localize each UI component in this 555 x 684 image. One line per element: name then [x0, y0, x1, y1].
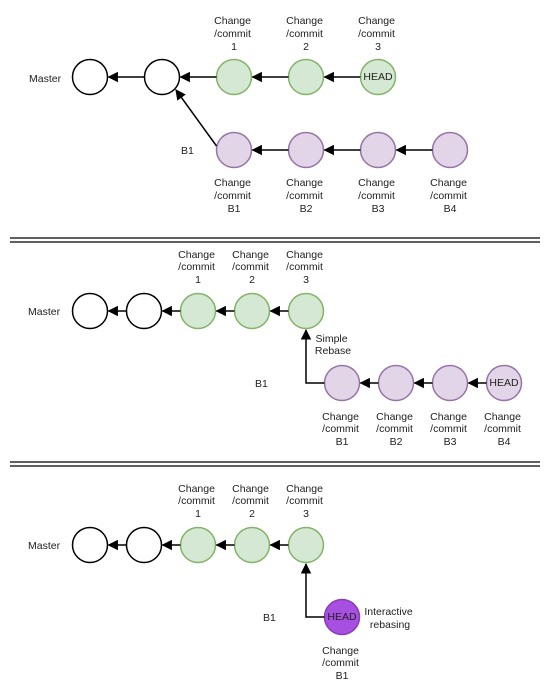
- base-commit-2[interactable]: [125, 292, 163, 330]
- branch-label: B1: [263, 612, 276, 624]
- base-commit-1[interactable]: [71, 292, 109, 330]
- commit-1[interactable]: [179, 526, 217, 564]
- branch-label: B1: [181, 145, 194, 157]
- branch-commit-b2[interactable]: [287, 131, 325, 169]
- commit-1-label: Change /commit 1: [214, 15, 254, 53]
- base-commit-1[interactable]: [71, 58, 109, 96]
- squashed-commit-label: Change /commit B1: [322, 645, 362, 682]
- branch-label: B1: [255, 378, 268, 390]
- branch-commit-b3-label: Change /commit B3: [358, 177, 398, 215]
- master-label: Master: [28, 540, 61, 552]
- master-label: Master: [28, 306, 61, 318]
- base-commit-1[interactable]: [71, 526, 109, 564]
- branch-commit-b1-label: Change /commit B1: [322, 411, 362, 448]
- commit-3-label: Change /commit 3: [286, 249, 326, 286]
- base-commit-2[interactable]: [143, 58, 181, 96]
- head-marker: HEAD: [327, 611, 357, 623]
- commit-1[interactable]: [179, 292, 217, 330]
- commit-2[interactable]: [233, 526, 271, 564]
- head-marker: HEAD: [363, 71, 393, 83]
- branch-commit-b4-label: Change /commit B4: [484, 411, 524, 448]
- commit-2[interactable]: [287, 58, 325, 96]
- panel-original: Master HEAD Change /commit 1 Change /com…: [29, 15, 470, 215]
- rebase-note: Simple Rebase: [315, 333, 351, 357]
- commit-2-label: Change /commit 2: [232, 483, 272, 520]
- commit-2-label: Change /commit 2: [232, 249, 272, 286]
- branch-commit-b1-label: Change /commit B1: [214, 177, 254, 215]
- master-label: Master: [29, 73, 62, 85]
- commit-3[interactable]: [287, 526, 325, 564]
- branch-commit-b2-label: Change /commit B2: [286, 177, 326, 215]
- separator-1: [10, 237, 540, 243]
- branch-commit-b3[interactable]: [431, 364, 469, 402]
- branch-commit-b4[interactable]: [431, 131, 469, 169]
- commit-1-label: Change /commit 1: [178, 483, 218, 520]
- commit-3-label: Change /commit 3: [286, 483, 326, 520]
- branch-commit-b3[interactable]: [359, 131, 397, 169]
- interactive-note: Interactive rebasing: [364, 606, 415, 631]
- commit-2-label: Change /commit 2: [286, 15, 326, 53]
- arrow-squashed-c3: [300, 562, 325, 618]
- panel-interactive-rebase: Master Change /commit 1 Change /commit 2…: [28, 483, 415, 682]
- arrow-b1-c3: [300, 328, 325, 384]
- commit-2[interactable]: [233, 292, 271, 330]
- commit-3-label: Change /commit 3: [358, 15, 398, 53]
- branch-commit-b2-label: Change /commit B2: [376, 411, 416, 448]
- commit-1-label: Change /commit 1: [178, 249, 218, 286]
- commit-1[interactable]: [215, 58, 253, 96]
- arrow-b1-base2: [175, 89, 218, 147]
- branch-commit-b2[interactable]: [377, 364, 415, 402]
- panel-simple-rebase: Master Change /commit 1 Change /commit 2…: [28, 249, 524, 448]
- base-commit-2[interactable]: [125, 526, 163, 564]
- separator-2: [10, 461, 540, 467]
- branch-commit-b1[interactable]: [215, 131, 253, 169]
- branch-commit-b4-label: Change /commit B4: [430, 177, 470, 215]
- branch-commit-b3-label: Change /commit B3: [430, 411, 470, 448]
- commit-3[interactable]: [287, 292, 325, 330]
- head-marker: HEAD: [489, 377, 519, 389]
- branch-commit-b1[interactable]: [323, 364, 361, 402]
